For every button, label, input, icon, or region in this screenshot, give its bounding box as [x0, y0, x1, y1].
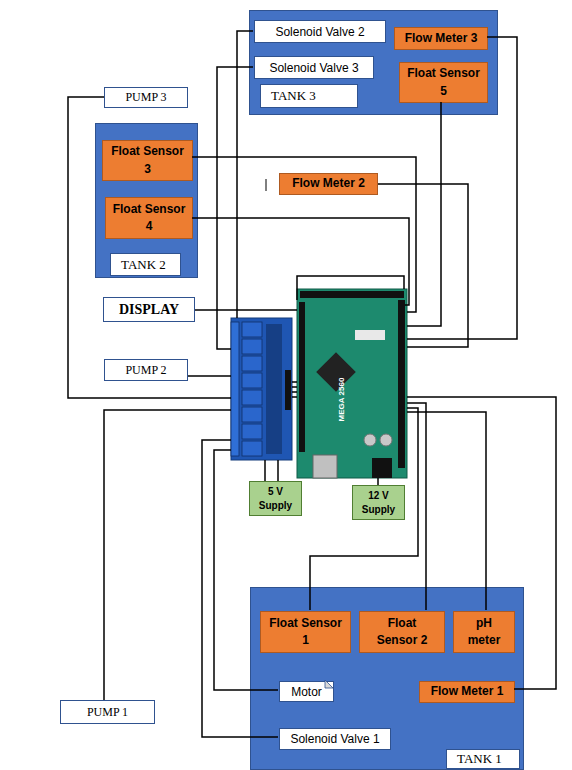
sensor-box: Flow Meter 2 [279, 173, 378, 195]
pin-header [285, 370, 291, 410]
node-text: PUMP 3 [125, 90, 166, 105]
wire [188, 375, 231, 377]
pump-box: PUMP 3 [104, 87, 188, 108]
node-text: Solenoid Valve 3 [269, 61, 358, 75]
wire [264, 460, 266, 481]
board-logo [355, 330, 385, 340]
node-text: 5 V Supply [253, 485, 298, 513]
board-label: MEGA 2560 [337, 365, 346, 435]
tank-label: TANK 1 [446, 749, 520, 769]
wire [292, 386, 297, 388]
sensor-box: Flow Meter 1 [419, 681, 515, 703]
sensor-box: Float Sensor 2 [359, 611, 445, 653]
relay-cube [242, 390, 262, 405]
wire [104, 410, 231, 700]
wire [292, 396, 297, 398]
wire [407, 412, 486, 610]
sensor-box: pH meter [453, 611, 515, 653]
node-text: Flow Meter 2 [292, 175, 365, 192]
pin-header [300, 291, 404, 298]
arduino-board [297, 289, 407, 478]
wire [407, 403, 426, 610]
wire [407, 37, 517, 339]
wire [237, 31, 253, 318]
node-text: Flow Meter 3 [405, 30, 478, 47]
supply-box: 12 V Supply [352, 485, 405, 520]
relay-cube [242, 322, 262, 337]
pump-box: PUMP 1 [60, 700, 155, 724]
terminal-strip [231, 322, 239, 456]
microcontroller-chip [316, 352, 356, 392]
relay-cube [242, 441, 262, 456]
valve-box: Solenoid Valve 2 [254, 20, 386, 43]
tank-box: TANK 3 Solenoid Valve 2 Flow Meter 3 Soleno… [249, 10, 498, 115]
stray-mark [266, 179, 267, 191]
sensor-box: Float Sensor 1 [260, 611, 351, 653]
capacitor [364, 434, 376, 446]
sensor-box: Flow Meter 3 [394, 27, 488, 50]
wire [292, 391, 297, 393]
display-box: DISPLAY [103, 297, 195, 322]
folded-corner [325, 680, 333, 688]
wire [297, 276, 404, 300]
node-text: Motor [291, 685, 322, 699]
node-text: Float Sensor 3 [109, 143, 186, 178]
wire [292, 381, 297, 383]
motor-box: Motor [279, 681, 334, 702]
tank-box: TANK 1 Float Sensor 1 Float Sensor 2 pH met… [250, 587, 524, 770]
tank-label: TANK 3 [260, 84, 358, 108]
node-text: Float Sensor 2 [366, 615, 438, 650]
relay-board [231, 318, 292, 460]
tank-label: TANK 2 [110, 253, 181, 276]
wire [202, 440, 278, 737]
node-text: pH meter [460, 615, 508, 650]
sensor-box: Float Sensor 4 [105, 197, 193, 239]
node-text: Float Sensor 5 [406, 65, 481, 100]
relay-cube [242, 407, 262, 422]
power-jack [372, 458, 392, 478]
node-text: PUMP 2 [125, 363, 166, 378]
relay-cube [242, 373, 262, 388]
wire [192, 157, 416, 312]
supply-box: 5 V Supply [249, 481, 302, 516]
relay-module [231, 318, 292, 460]
capacitor [380, 434, 392, 446]
node-text: PUMP 1 [87, 705, 128, 720]
node-text: 12 V Supply [356, 489, 401, 517]
wire [68, 97, 231, 398]
sensor-box: Float Sensor 3 [102, 140, 193, 181]
valve-box: Solenoid Valve 1 [279, 728, 391, 750]
wire [277, 460, 279, 481]
wire [214, 450, 278, 690]
wire [192, 218, 409, 305]
board-pcb [297, 289, 407, 478]
pump-box: PUMP 2 [104, 359, 188, 381]
wire [378, 184, 468, 347]
sensor-box: Float Sensor 5 [399, 62, 488, 103]
wire [407, 397, 556, 689]
node-text: Solenoid Valve 1 [290, 732, 379, 746]
relay-cube [242, 356, 262, 371]
wire [195, 309, 297, 311]
wire [407, 102, 441, 326]
node-text: Flow Meter 1 [431, 683, 504, 700]
relay-cube [242, 339, 262, 354]
relay-cube [242, 424, 262, 439]
wire [377, 478, 379, 485]
pin-header [398, 300, 405, 468]
pin-header [299, 302, 305, 452]
relay-circuit [266, 324, 282, 454]
wire [217, 67, 253, 349]
node-text: Float Sensor 1 [267, 615, 344, 650]
node-text: DISPLAY [119, 302, 179, 318]
node-text: Float Sensor 4 [112, 201, 186, 236]
wire-group [68, 31, 556, 737]
valve-box: Solenoid Valve 3 [254, 56, 374, 79]
tank-box: TANK 2 Float Sensor 3 Float Sensor 4 [95, 123, 198, 278]
wire [310, 408, 418, 610]
node-text: Solenoid Valve 2 [275, 25, 364, 39]
usb-connector [313, 455, 337, 478]
